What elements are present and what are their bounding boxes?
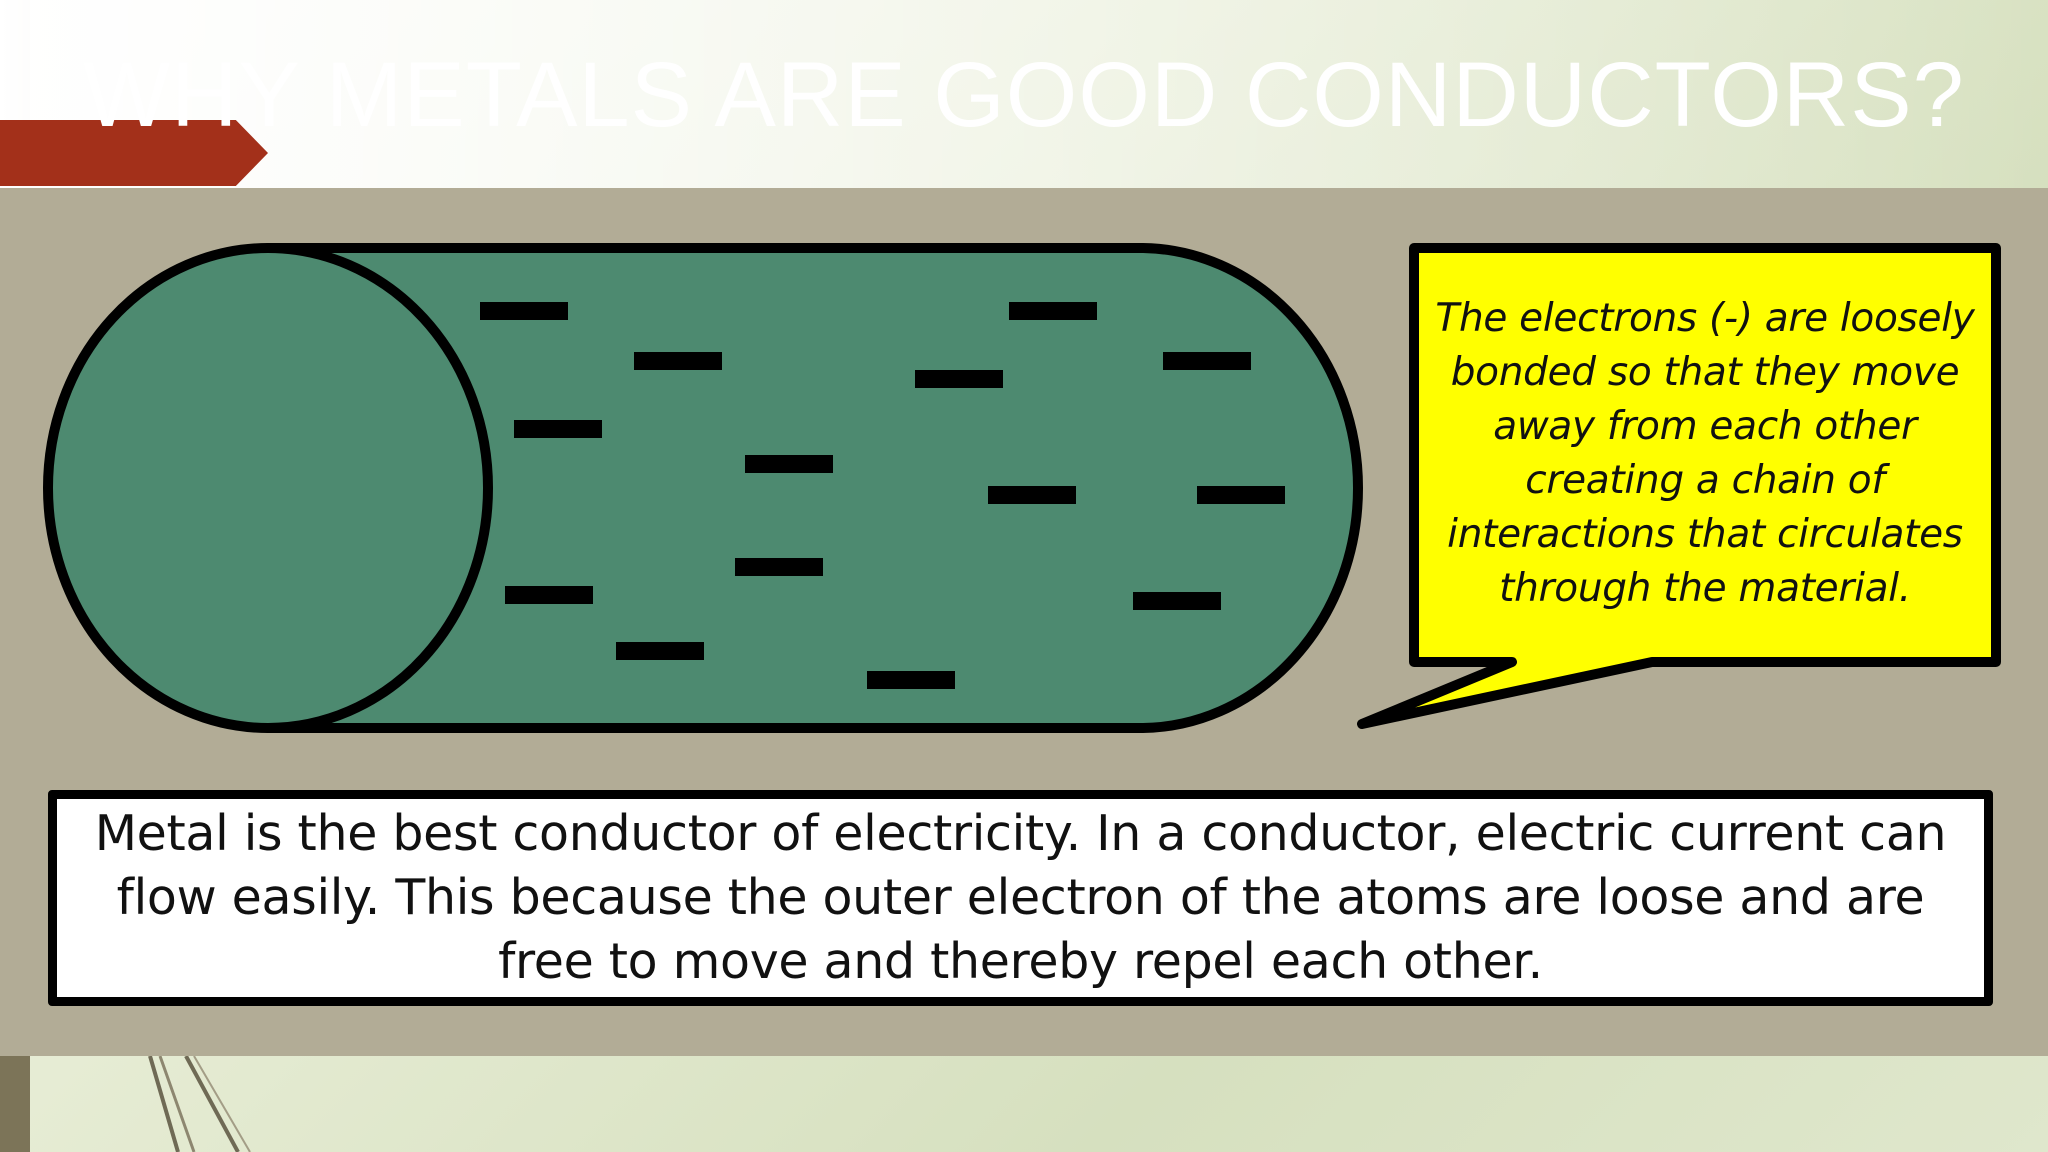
electron (1133, 592, 1221, 610)
electrons (480, 302, 1285, 689)
electron (1009, 302, 1097, 320)
wire-body (263, 243, 1363, 733)
electron (505, 586, 593, 604)
wire-cross-section (43, 243, 493, 733)
title-band (0, 0, 2048, 190)
electron (745, 455, 833, 473)
electron (1163, 352, 1251, 370)
explanation-box: Metal is the best conductor of electrici… (48, 790, 1993, 1006)
callout-text: The electrons (-) are loosely bonded so … (1435, 296, 1975, 611)
title-arrow-accent (0, 120, 268, 186)
electron (480, 302, 568, 320)
electron (1197, 486, 1285, 504)
electron (514, 420, 602, 438)
slide-title: WHY METALS ARE GOOD CONDUCTORS? (83, 44, 1965, 146)
explanation-text: Metal is the best conductor of electrici… (94, 805, 1947, 990)
electron (915, 370, 1003, 388)
electron (867, 671, 955, 689)
electron (735, 558, 823, 576)
electron (634, 352, 722, 370)
callout-bubble (1357, 243, 2001, 729)
electron (616, 642, 704, 660)
decorative-lines (148, 1056, 251, 1152)
electron (988, 486, 1076, 504)
